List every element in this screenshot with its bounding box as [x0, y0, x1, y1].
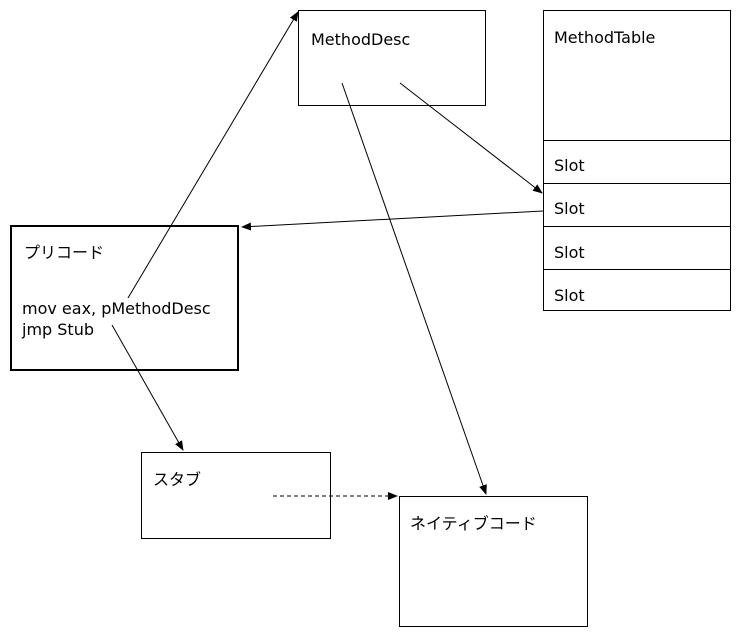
- slot-label: Slot: [554, 286, 585, 305]
- method-table-slot: Slot: [543, 183, 731, 227]
- slot-label: Slot: [554, 199, 585, 218]
- precode-code-line: mov eax, pMethodDesc: [22, 299, 211, 318]
- method-table-label: MethodTable: [554, 28, 656, 47]
- arrow-method-desc-to-native-code: [341, 82, 487, 495]
- method-table-slot: Slot: [543, 140, 731, 184]
- method-table-slot: Slot: [543, 269, 731, 311]
- precode-label: プリコード: [24, 243, 105, 262]
- precode-code-line: jmp Stub: [22, 320, 94, 339]
- stub-box: スタブ: [141, 452, 331, 539]
- arrow-slot-to-precode: [241, 210, 544, 231]
- method-table-slot: Slot: [543, 226, 731, 270]
- slot-label: Slot: [554, 243, 585, 262]
- method-desc-label: MethodDesc: [311, 30, 411, 49]
- native-code-box: ネイティブコード: [399, 496, 588, 627]
- slot-label: Slot: [554, 156, 585, 175]
- method-desc-box: MethodDesc: [298, 10, 486, 106]
- stub-label: スタブ: [153, 470, 202, 489]
- method-table-box: MethodTable: [543, 10, 731, 141]
- precode-box: プリコード mov eax, pMethodDesc jmp Stub: [10, 225, 239, 371]
- native-code-label: ネイティブコード: [410, 514, 537, 533]
